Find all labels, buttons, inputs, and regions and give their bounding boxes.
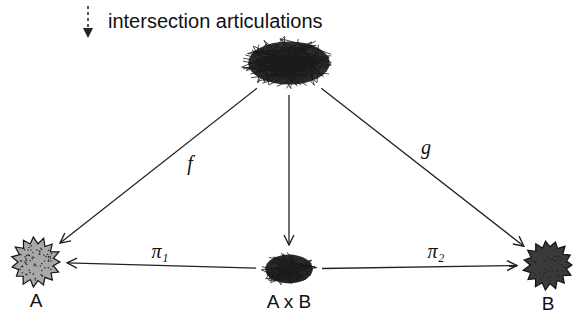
spiky-blob [12, 237, 60, 287]
blob-shape [238, 33, 340, 93]
blob-shape [258, 248, 320, 290]
blob-shape [8, 235, 64, 289]
stipple [20, 246, 54, 281]
node-label: A [8, 290, 64, 312]
node-label: B [520, 293, 576, 315]
arrow-label: π₂ [426, 240, 447, 262]
morphism-arrow [60, 88, 257, 243]
blob-node: A x B [258, 248, 320, 313]
arrow-label: f [185, 152, 195, 174]
arrow-label: g [419, 136, 433, 158]
morphism-arrow [288, 95, 289, 245]
arrow-label: π₁ [150, 240, 171, 262]
arrow-head [83, 28, 93, 38]
morphism-arrow [322, 265, 517, 268]
morphism-arrow [321, 88, 524, 246]
blob-node [238, 33, 340, 93]
morphism-arrow [67, 263, 256, 268]
spiky-blob [523, 241, 572, 290]
blob-node: B [520, 238, 576, 315]
node-label: A x B [258, 291, 320, 313]
scribble [261, 252, 317, 285]
stipple [531, 251, 566, 281]
blob-shape [520, 238, 576, 292]
blob-node: A [8, 235, 64, 312]
scribble [242, 36, 332, 88]
caption-label: intersection articulations [106, 9, 325, 33]
